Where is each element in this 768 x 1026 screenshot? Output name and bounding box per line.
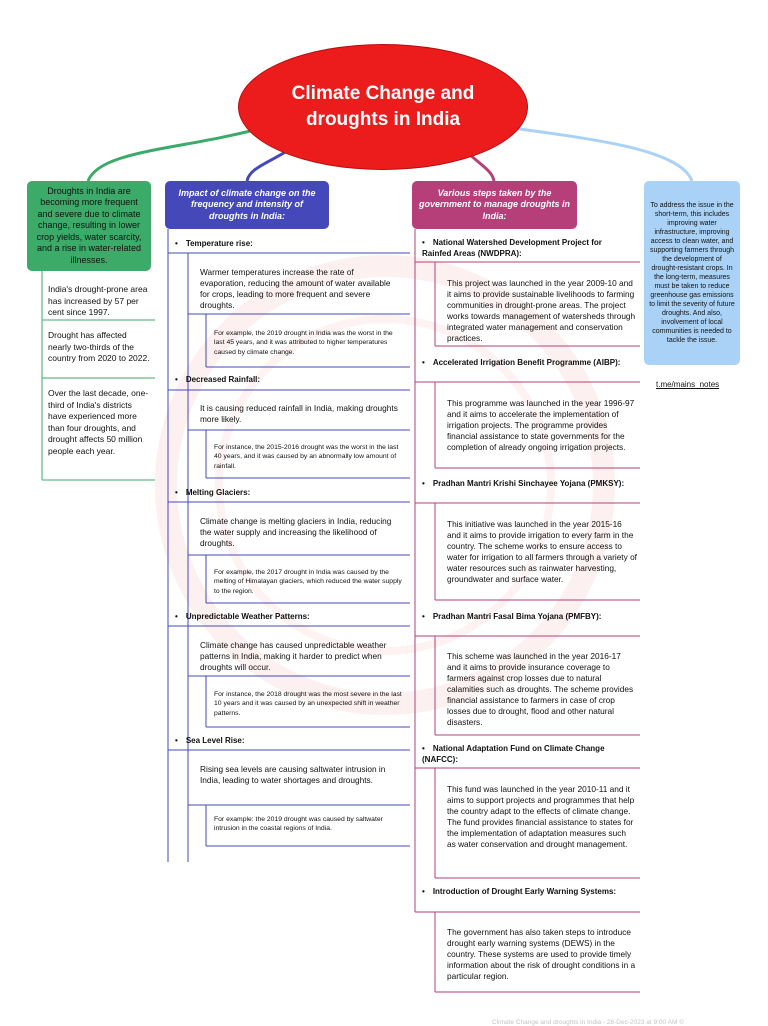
impact-branch-header: Impact of climate change on the frequenc… [165,181,329,229]
step-item-4-desc: This scheme was launched in the year 201… [447,651,634,727]
left-fact-2: Drought has affected nearly two-thirds o… [48,330,150,363]
impact-item-3-desc: Climate change is melting glaciers in In… [200,516,392,548]
impact-branch-header-text: Impact of climate change on the frequenc… [178,187,316,221]
impact-item-2-example: For instance, the 2015-2016 drought was … [214,444,399,470]
connector-to-green [86,126,263,182]
impact-item-3-title: Melting Glaciers: [175,487,250,498]
left-fact-3: Over the last decade, one-third of India… [48,388,149,456]
steps-branch-header-text: Various steps taken by the government to… [418,187,570,221]
impact-item-4-title: Unpredictable Weather Patterns: [175,611,310,622]
steps-branch-header: Various steps taken by the government to… [412,181,577,229]
impact-item-5-title: Sea Level Rise: [175,735,245,746]
central-topic-ellipse: Climate Change and droughts in India [238,44,528,170]
impact-item-1-example: For example, the 2019 drought in India w… [214,330,393,356]
impact-item-4-desc: Climate change has caused unpredictable … [200,640,387,672]
right-branch-note: To address the issue in the short-term, … [644,181,740,365]
step-item-6-desc: The government has also taken steps to i… [447,927,636,981]
impact-item-3-example: For example, the 2017 drought in India w… [214,569,402,595]
connector-to-lightblue [511,126,694,182]
step-item-2-desc: This programme was launched in the year … [447,398,635,452]
step-item-1-title: National Watershed Development Project f… [422,237,627,259]
impact-item-5-example: For example: the 2019 drought was caused… [214,816,383,833]
step-item-4-title: Pradhan Mantri Fasal Bima Yojana (PMFBY)… [422,611,627,622]
step-item-5-title: National Adaptation Fund on Climate Chan… [422,743,627,765]
impact-item-1-desc: Warmer temperatures increase the rate of… [200,267,391,310]
central-topic-title: Climate Change and droughts in India [291,83,475,130]
impact-item-4-example: For instance, the 2018 drought was the m… [214,691,402,717]
step-item-3-title: Pradhan Mantri Krishi Sinchayee Yojana (… [422,478,627,489]
step-item-1-desc: This project was launched in the year 20… [447,278,636,343]
step-item-3-desc: This initiative was launched in the year… [447,519,637,584]
impact-item-2-desc: It is causing reduced rainfall in India,… [200,403,398,424]
footer-note: Climate Change and droughts in India - 2… [492,1019,684,1026]
impact-item-5-desc: Rising sea levels are causing saltwater … [200,764,386,785]
right-branch-note-text: To address the issue in the short-term, … [649,202,735,344]
impact-item-1-title: Temperature rise: [175,238,253,249]
telegram-link[interactable]: t.me/mains_notes [656,380,720,389]
impact-item-2-title: Decreased Rainfall: [175,374,260,385]
left-branch-header-text: Droughts in India are becoming more freq… [36,185,142,265]
step-item-6-title: Introduction of Drought Early Warning Sy… [422,886,627,897]
left-fact-1: India's drought-prone area has increased… [48,284,148,317]
step-item-2-title: Accelerated Irrigation Benefit Programme… [422,357,627,368]
left-branch-header: Droughts in India are becoming more freq… [27,181,151,271]
step-item-5-desc: This fund was launched in the year 2010-… [447,784,635,849]
